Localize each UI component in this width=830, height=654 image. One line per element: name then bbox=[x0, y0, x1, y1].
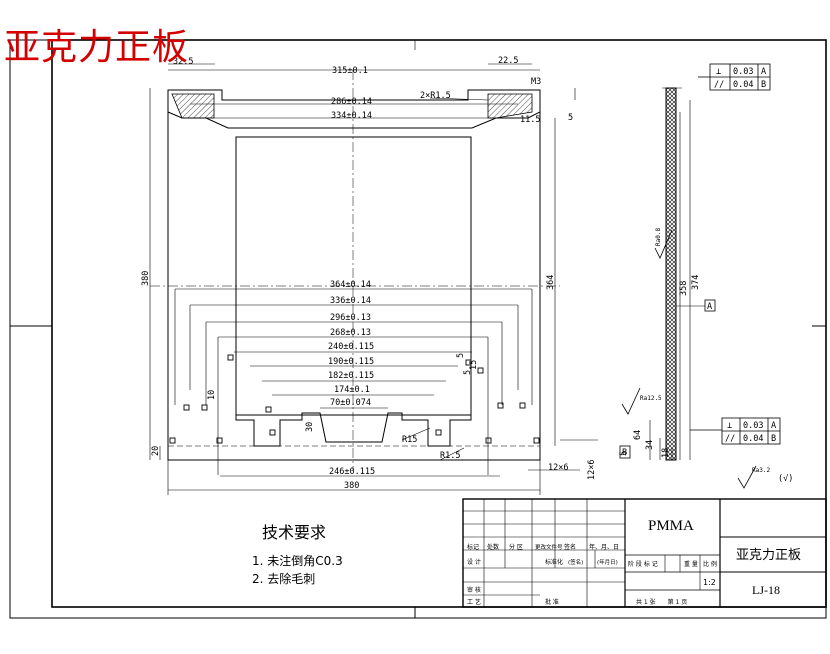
datum-a-label: A bbox=[707, 302, 712, 312]
side-dim-18: 18 bbox=[661, 448, 671, 458]
dim-315: 315±0.1 bbox=[332, 66, 368, 76]
label-approve: 批 准 bbox=[545, 598, 559, 606]
watermark-title: 亚克力正板 bbox=[4, 27, 190, 68]
dim-30: 30 bbox=[305, 422, 315, 432]
tol-top-2-sym: // bbox=[714, 80, 724, 90]
sheets-text: 共 1 张 第 1 页 bbox=[636, 598, 687, 606]
dim-182: 182±0.115 bbox=[328, 371, 374, 381]
hdr-date: 年、月、日 bbox=[589, 543, 619, 551]
callout-r15: R15 bbox=[402, 435, 417, 445]
dimension-lines bbox=[149, 63, 598, 495]
dim-12x6-v: 12×6 bbox=[587, 460, 597, 480]
dim-296: 296±0.13 bbox=[330, 313, 371, 323]
side-dim-5: 5 bbox=[619, 451, 629, 456]
hdr-docno: 更改文件号 bbox=[535, 543, 563, 551]
side-dim-34: 34 bbox=[645, 440, 655, 450]
tol-top-1-val: 0.03 bbox=[733, 67, 753, 77]
tol-bot-1-ref: A bbox=[771, 421, 776, 431]
side-dim-374: 374 bbox=[691, 275, 701, 290]
label-design: 设 计 bbox=[467, 558, 481, 566]
tol-bot-1-val: 0.03 bbox=[743, 421, 763, 431]
dim-10: 10 bbox=[207, 390, 217, 400]
label-sign: (签名) bbox=[568, 558, 583, 566]
label-date: (年月日) bbox=[597, 558, 618, 566]
tol-top-1-ref: A bbox=[761, 67, 766, 77]
roughness-ra3-2: Ra3.2 bbox=[752, 467, 770, 474]
dim-190: 190±0.115 bbox=[328, 357, 374, 367]
material-text: PMMA bbox=[648, 518, 694, 534]
note-2: 2. 去除毛刺 bbox=[252, 571, 315, 586]
tol-top-2-ref: B bbox=[761, 80, 766, 90]
dim-12x6-h: 12×6 bbox=[548, 463, 568, 473]
tol-bot-1-sym: ⊥ bbox=[727, 421, 732, 431]
dim-336: 336±0.14 bbox=[330, 296, 371, 306]
label-standardize: 标准化 bbox=[545, 558, 563, 566]
notes-heading: 技术要求 bbox=[262, 523, 326, 542]
dim-5-b: 5 bbox=[463, 370, 473, 375]
part-name-text: 亚克力正板 bbox=[736, 548, 801, 563]
tol-bot-2-ref: B bbox=[771, 434, 776, 444]
label-process: 工 艺 bbox=[467, 598, 481, 606]
hdr-mark: 标记 bbox=[467, 543, 479, 551]
label-review: 审 核 bbox=[467, 586, 481, 594]
dim-364: 364±0.14 bbox=[330, 280, 371, 290]
dim-5-right: 5 bbox=[456, 353, 466, 358]
dim-268: 268±0.13 bbox=[330, 328, 371, 338]
side-view bbox=[619, 63, 781, 489]
dim-20: 20 bbox=[151, 446, 161, 456]
callout-m3: M3 bbox=[531, 77, 541, 87]
hdr-sign: 签名 bbox=[564, 543, 576, 551]
dim-286: 286±0.14 bbox=[331, 97, 372, 107]
tol-top-2-val: 0.04 bbox=[733, 80, 753, 90]
drawing-number-text: LJ-18 bbox=[752, 583, 780, 597]
note-1: 1. 未注倒角C0.3 bbox=[252, 553, 343, 568]
side-dim-358: 358 bbox=[679, 281, 689, 296]
hdr-zone: 分 区 bbox=[509, 543, 523, 551]
label-ratio: 比 例 bbox=[703, 560, 717, 568]
dim-240: 240±0.115 bbox=[328, 342, 374, 352]
side-view-labels: 374 358 64 34 18 5 A B ⊥ 0.03 A // 0.04 … bbox=[619, 67, 793, 484]
roughness-ra0-8: Ra0.8 bbox=[655, 228, 662, 246]
front-view-dimension-labels: 32.5 315±0.1 22.5 286±0.14 2×R1.5 334±0.… bbox=[141, 56, 597, 491]
front-view bbox=[150, 70, 560, 470]
dim-11-5: 11.5 bbox=[520, 115, 540, 125]
side-dim-64: 64 bbox=[633, 430, 643, 440]
tol-bot-2-val: 0.04 bbox=[743, 434, 763, 444]
dim-15: 15 bbox=[469, 360, 479, 370]
dim-380-bottom: 380 bbox=[344, 481, 359, 491]
dim-334: 334±0.14 bbox=[331, 111, 372, 121]
roughness-default: (√) bbox=[778, 474, 793, 484]
label-weight: 重 量 bbox=[684, 560, 698, 568]
dim-364-right: 364 bbox=[546, 275, 556, 290]
title-block-grid bbox=[462, 498, 827, 608]
label-stage: 阶 段 标 记 bbox=[628, 560, 658, 568]
dim-70: 70±0.074 bbox=[330, 398, 371, 408]
title-block-text: PMMA 亚克力正板 LJ-18 1:2 共 1 张 第 1 页 标记 处数 分… bbox=[467, 518, 801, 606]
dim-32-5: 32.5 bbox=[173, 57, 193, 67]
sheet-frame bbox=[9, 39, 827, 619]
technical-notes: 技术要求 1. 未注倒角C0.3 2. 去除毛刺 bbox=[252, 523, 343, 586]
tol-bot-2-sym: // bbox=[725, 434, 735, 444]
dim-22-5: 22.5 bbox=[498, 56, 518, 66]
dim-380-left: 380 bbox=[141, 271, 151, 286]
scale-text: 1:2 bbox=[703, 578, 716, 587]
datum-b-label: B bbox=[622, 448, 627, 458]
dim-2xr1-5: 2×R1.5 bbox=[420, 91, 451, 101]
roughness-ra12-5: Ra12.5 bbox=[640, 395, 662, 402]
dim-5: 5 bbox=[568, 113, 573, 123]
dim-246: 246±0.115 bbox=[329, 467, 375, 477]
dim-174: 174±0.1 bbox=[334, 385, 370, 395]
hdr-count: 处数 bbox=[487, 543, 499, 551]
callout-r1-5: R1.5 bbox=[440, 451, 460, 461]
tol-top-1-sym: ⊥ bbox=[716, 67, 721, 77]
